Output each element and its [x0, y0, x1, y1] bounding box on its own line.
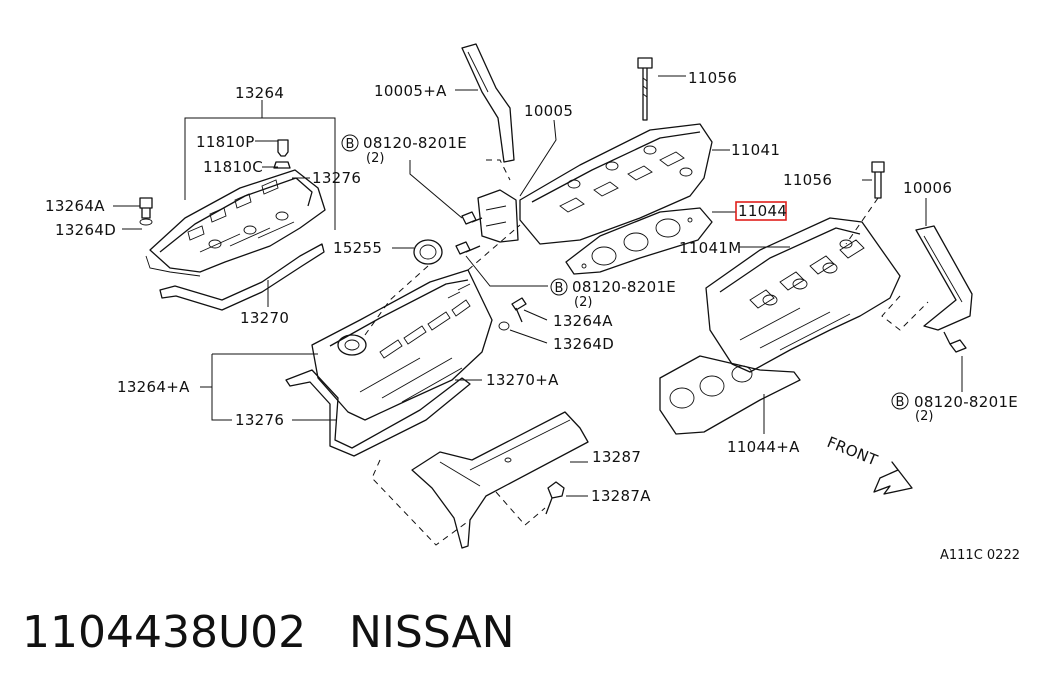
label-13264d-left: 13264D: [55, 221, 116, 239]
caption: 1104438U02 NISSAN: [22, 607, 515, 658]
label-08120-top: 08120-8201E: [363, 134, 467, 152]
label-08120-right: 08120-8201E: [914, 393, 1018, 411]
front-label: FRONT: [825, 433, 881, 470]
label-10006: 10006: [903, 179, 952, 197]
caption-part-number: 1104438U02: [22, 607, 306, 658]
cylinder-head-right: [705, 161, 901, 373]
rocker-cover-gasket-upper: [159, 243, 325, 311]
callout-labels: 13264 11810P 11810C 13276 13264A 13264D …: [45, 69, 1020, 563]
label-11056-right: 11056: [783, 171, 832, 189]
rocker-cover-upper: [139, 139, 326, 277]
label-13264-plus-a: 13264+A: [117, 378, 190, 396]
label-13276-bottom: 13276: [235, 411, 284, 429]
label-13264: 13264: [235, 84, 284, 102]
label-13287a: 13287A: [591, 487, 651, 505]
head-gasket-11044-plus-a: [659, 355, 801, 435]
label-10005a: 10005+A: [374, 82, 447, 100]
head-gasket-11044: [565, 207, 736, 275]
label-08120-top-qty: (2): [366, 151, 384, 166]
label-13264a-left: 13264A: [45, 197, 105, 215]
bolt-marker-b-mid: B: [555, 281, 564, 296]
leader-lines-upper-left: [113, 100, 336, 307]
engine-cover: [411, 411, 589, 549]
label-11810c: 11810C: [203, 158, 263, 176]
engine-rear-bracket: [881, 198, 973, 392]
label-13287: 13287: [592, 448, 641, 466]
label-11810p: 11810P: [196, 133, 255, 151]
label-11041m: 11041M: [679, 239, 741, 257]
label-11041: 11041: [731, 141, 780, 159]
bolt-markers: [341, 134, 909, 410]
label-08120-right-qty: (2): [915, 409, 933, 424]
caption-brand: NISSAN: [349, 607, 515, 658]
engine-slinger-bracket: [409, 43, 557, 287]
label-13270-top: 13270: [240, 309, 289, 327]
label-08120-mid: 08120-8201E: [572, 278, 676, 296]
bolt-marker-b-right: B: [896, 395, 905, 410]
label-11056-top: 11056: [688, 69, 737, 87]
label-08120-mid-qty: (2): [574, 295, 592, 310]
label-13264d-mid: 13264D: [553, 335, 614, 353]
label-13276-top: 13276: [312, 169, 361, 187]
label-10005: 10005: [524, 102, 573, 120]
diagram-code: A111C 0222: [940, 548, 1020, 563]
label-11044a: 11044+A: [727, 438, 800, 456]
front-direction-indicator: [873, 461, 913, 495]
cylinder-head-upper: [519, 57, 730, 245]
label-13270-plus-a: 13270+A: [486, 371, 559, 389]
label-15255: 15255: [333, 239, 382, 257]
dashed-assembly-lines-left: [364, 224, 546, 546]
rocker-cover-lower: [285, 239, 527, 457]
label-13264a-mid: 13264A: [553, 312, 613, 330]
leader-lines-lower-left: [200, 247, 548, 421]
bolt-marker-b-top: B: [346, 137, 355, 152]
highlight-box-11044: [735, 201, 787, 221]
label-11044: 11044: [738, 202, 787, 220]
